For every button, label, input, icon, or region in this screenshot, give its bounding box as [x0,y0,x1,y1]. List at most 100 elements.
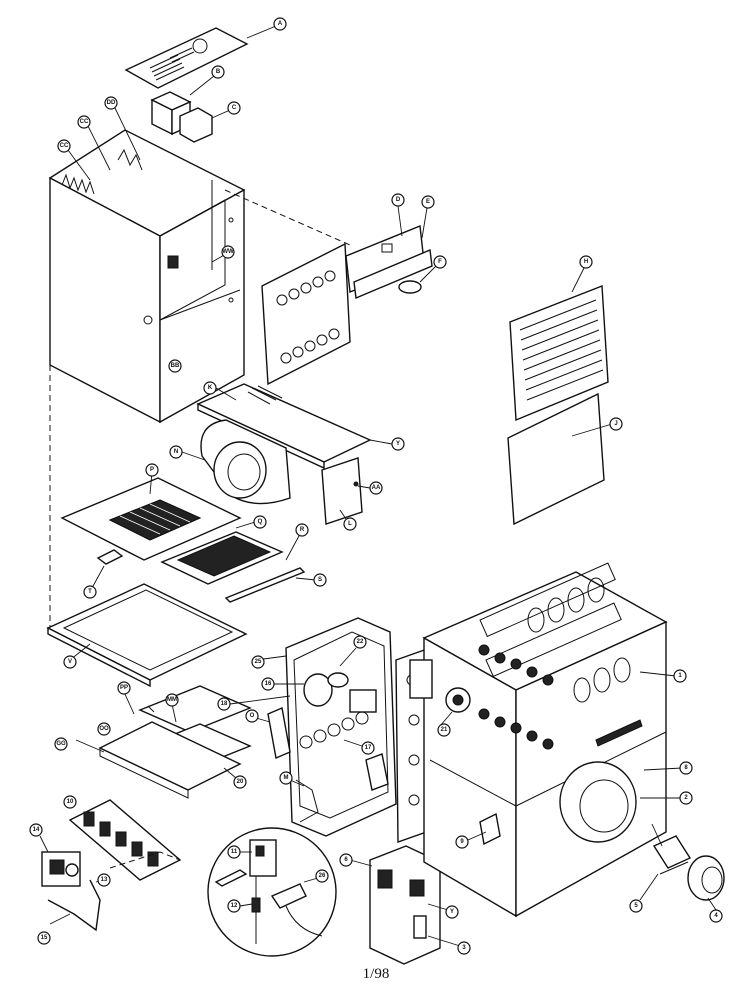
callout-l: L [343,517,357,531]
callout-o: O [245,709,259,723]
callout-pp: PP [117,681,131,695]
callout-label: 8 [684,765,688,771]
callout-p: P [145,463,159,477]
callout-label: 15 [41,935,48,941]
callout-label: OO [99,726,109,732]
callout-label: 25 [255,659,262,665]
callout-label: 16 [265,681,272,687]
callout-label: GG [56,741,66,747]
callout-label: Q [258,519,263,525]
callout-cc-1: CC [77,115,91,129]
callout-y-2: Y [445,905,459,919]
callout-label: K [208,385,213,391]
callout-22: 22 [353,635,367,649]
bracket-assembly [150,75,231,143]
callout-8: 8 [679,761,693,775]
inducer-plate [229,617,397,837]
callout-label: 9 [460,839,464,845]
front-door [507,392,613,526]
callout-t: T [83,585,97,599]
callout-label: E [426,199,430,205]
callout-label: F [438,259,442,265]
callout-h: H [579,255,593,269]
callout-label: 13 [101,877,108,883]
callout-label: 5 [634,903,638,909]
callout-label: 26 [319,873,326,879]
callout-20: 20 [233,775,247,789]
callout-12: 12 [227,899,241,913]
callout-label: CC [80,119,89,125]
callout-label: MM [167,697,177,703]
callout-label: T [88,589,92,595]
callout-label: R [300,527,305,533]
callout-y-1: Y [391,437,405,451]
callout-2: 2 [679,791,693,805]
return-grille [509,267,609,422]
callout-6-top: 6 [339,853,353,867]
igniter-detail [207,827,337,957]
callout-label: 12 [231,903,238,909]
callout-ww: WW [221,245,235,259]
callout-cc-2: CC [57,139,71,153]
vent-panel [345,205,437,300]
callout-15: 15 [37,931,51,945]
callout-16: 16 [261,677,275,691]
callout-4: 4 [709,909,723,923]
callout-14: 14 [29,823,43,837]
callout-label: 17 [365,745,372,751]
callout-label: 3 [462,945,466,951]
burner-manifold [68,799,182,881]
callout-m: M [279,771,293,785]
callout-5: 5 [629,899,643,913]
callout-dd: DD [104,96,118,110]
callout-label: O [250,713,255,719]
access-panel [261,242,351,386]
callout-label: M [284,775,289,781]
filter-clip [91,549,124,589]
control-board [349,845,461,965]
callout-v: V [63,655,77,669]
callout-label: B [216,69,221,75]
callout-label: DD [107,100,116,106]
callout-label: A [278,21,283,27]
callout-bb: BB [168,359,182,373]
callout-21: 21 [437,723,451,737]
callout-label: 18 [221,701,228,707]
callout-e: E [421,195,435,209]
callout-label: AA [372,485,381,491]
gas-valve [39,835,111,932]
callout-j: J [609,417,623,431]
callout-3: 3 [457,941,471,955]
callout-label: V [68,659,72,665]
callout-label: P [150,467,154,473]
callout-17: 17 [361,741,375,755]
burner-box [75,685,252,799]
limit-switch [409,659,471,727]
callout-label: J [614,421,617,427]
heat-exchanger-cabinet [422,562,683,918]
callout-18: 18 [217,697,231,711]
callout-label: N [174,449,178,455]
callout-r: R [295,523,309,537]
callout-label: H [584,259,588,265]
callout-label: 6 [344,857,348,863]
callout-mm: MM [165,693,179,707]
callout-k: K [203,381,217,395]
callout-label: BB [171,363,180,369]
callout-a: A [273,17,287,31]
blower-wheel-upper [181,419,291,505]
callout-label: PP [120,685,128,691]
callout-label: 11 [231,849,238,855]
callout-f: F [433,255,447,269]
callout-label: Y [450,909,454,915]
callout-label: 4 [714,913,718,919]
callout-label: D [396,197,401,203]
callout-c: C [227,101,241,115]
callout-label: Y [396,441,400,447]
callout-label: C [232,105,237,111]
callout-label: 21 [441,727,448,733]
side-plate [321,457,371,525]
callout-n: N [169,445,183,459]
callout-label: CC [60,143,69,149]
